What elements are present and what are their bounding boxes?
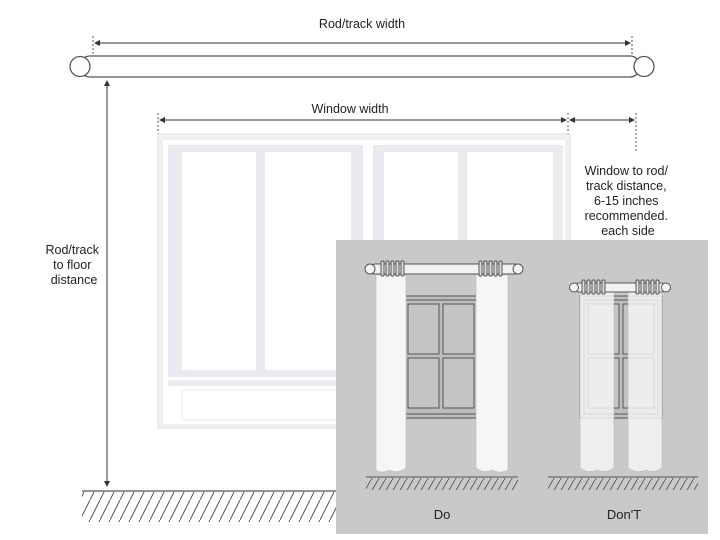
curtain-rod bbox=[69, 55, 655, 78]
rod-width-label: Rod/track width bbox=[319, 17, 405, 31]
window-width-label: Window width bbox=[311, 102, 388, 116]
do-dont-panel: Do bbox=[336, 240, 708, 534]
dont-label: Don'T bbox=[607, 507, 641, 522]
dont-example bbox=[548, 279, 698, 490]
rod-to-floor-label: Rod/track to floor distance bbox=[46, 243, 103, 287]
window-to-rod-label: Window to rod/ track distance, 6-15 inch… bbox=[585, 164, 672, 238]
do-example bbox=[364, 260, 524, 490]
window-to-rod-dimension bbox=[569, 113, 637, 152]
do-label: Do bbox=[434, 507, 451, 522]
rod-width-dimension bbox=[92, 36, 633, 56]
floor bbox=[82, 490, 340, 522]
